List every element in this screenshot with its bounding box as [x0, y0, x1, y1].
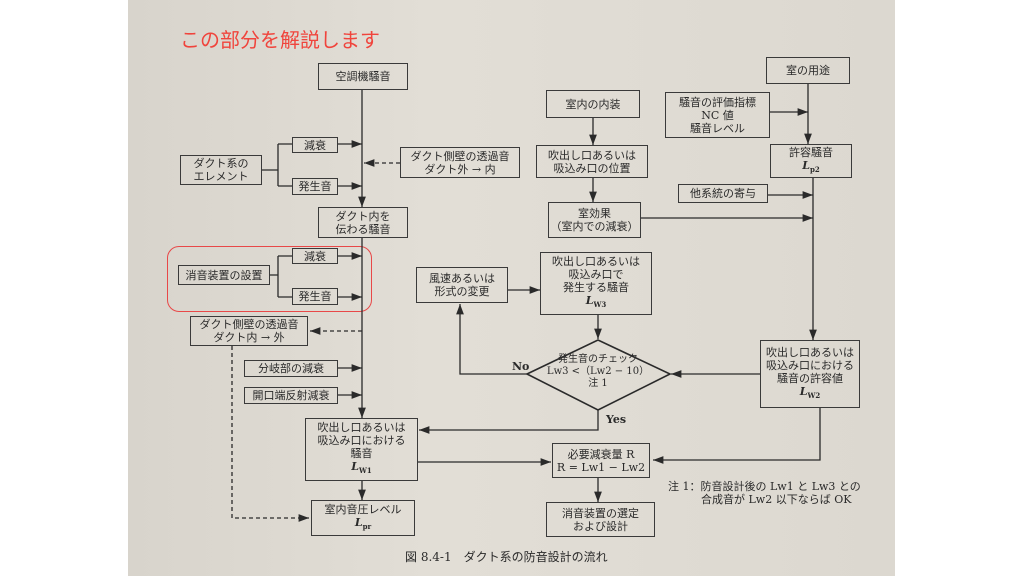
footnote: 注 1：防音設計後の Lw1 と Lw3 との 合成音が Lw2 以下ならば O… [668, 480, 861, 506]
duct-noise-box: ダクト内を 伝わる騒音 [318, 207, 408, 238]
outlet-generated-lw3-box: 吹出し口あるいは 吸込み口で 発生する騒音 LW3 [540, 252, 652, 315]
no-label: No [512, 360, 530, 373]
attenuation-box: 減衰 [292, 137, 338, 153]
wall-transmission-in-box: ダクト側壁の透過音 ダクト外 → 内 [400, 147, 520, 178]
lpr-symbol: Lpr [354, 515, 372, 532]
figure-caption: 図 8.4-1 ダクト系の防音設計の流れ [405, 550, 608, 564]
decision-diamond [525, 339, 672, 411]
outlet-position-box: 吹出し口あるいは 吸込み口の位置 [536, 145, 648, 178]
interior-box: 室内の内装 [546, 90, 640, 118]
highlight-annotation [167, 246, 372, 312]
connector [262, 143, 292, 187]
box-text: 室内音圧レベル [324, 502, 402, 516]
ac-noise-box: 空調機騒音 [318, 63, 408, 90]
room-use-box: 室の用途 [766, 57, 850, 84]
noise-index-box: 騒音の評価指標 NC 値 騒音レベル [665, 92, 770, 138]
box-text: 吹出し口あるいは 吸込み口における 騒音 [317, 421, 406, 461]
outlet-allowable-lw2-box: 吹出し口あるいは 吸込み口における 騒音の許容値 LW2 [760, 340, 860, 408]
lw1-symbol: LW1 [351, 460, 372, 476]
other-systems-box: 他系統の寄与 [678, 184, 768, 203]
generated-noise-box: 発生音 [292, 178, 338, 195]
generated-noise-box: 発生音 [292, 288, 338, 305]
room-spl-box: 室内音圧レベル Lpr [311, 500, 415, 536]
annotation-title: この部分を解説します [180, 28, 380, 52]
velocity-change-box: 風速あるいは 形式の変更 [416, 267, 508, 303]
allowable-noise-box: 許容騒音 Lp2 [770, 144, 852, 178]
room-effect-box: 室効果 （室内での減衰） [548, 202, 641, 238]
lw2-symbol: LW2 [799, 384, 821, 401]
box-text: 吹出し口あるいは 吸込み口で 発生する騒音 [552, 255, 640, 295]
duct-elements-box: ダクト系の エレメント [180, 155, 262, 185]
box-text: 吹出し口あるいは 吸込み口における 騒音の許容値 [766, 345, 854, 385]
lw3-symbol: LW3 [585, 294, 607, 310]
box-text: 許容騒音 [789, 145, 833, 159]
silencer-install-box: 消音装置の設置 [178, 265, 270, 285]
outlet-noise-lw1-box: 吹出し口あるいは 吸込み口における 騒音 LW1 [305, 418, 418, 481]
branch-attenuation-box: 分岐部の減衰 [244, 360, 338, 377]
decision-text: 発生音のチェック Lw3 <（Lw2 − 10） 注 1 [546, 354, 650, 389]
wall-transmission-out-box: ダクト側壁の透過音 ダクト内 → 外 [190, 316, 308, 346]
lp2-symbol: Lp2 [802, 158, 820, 175]
book-page-photo [128, 0, 895, 576]
required-attenuation-box: 必要減衰量 R R = Lw1 − Lw2 [552, 443, 650, 478]
yes-label: Yes [606, 413, 627, 426]
end-reflection-box: 開口端反射減衰 [244, 387, 338, 404]
attenuation-box: 減衰 [292, 248, 338, 264]
silencer-selection-box: 消音装置の選定 および設計 [546, 502, 655, 537]
